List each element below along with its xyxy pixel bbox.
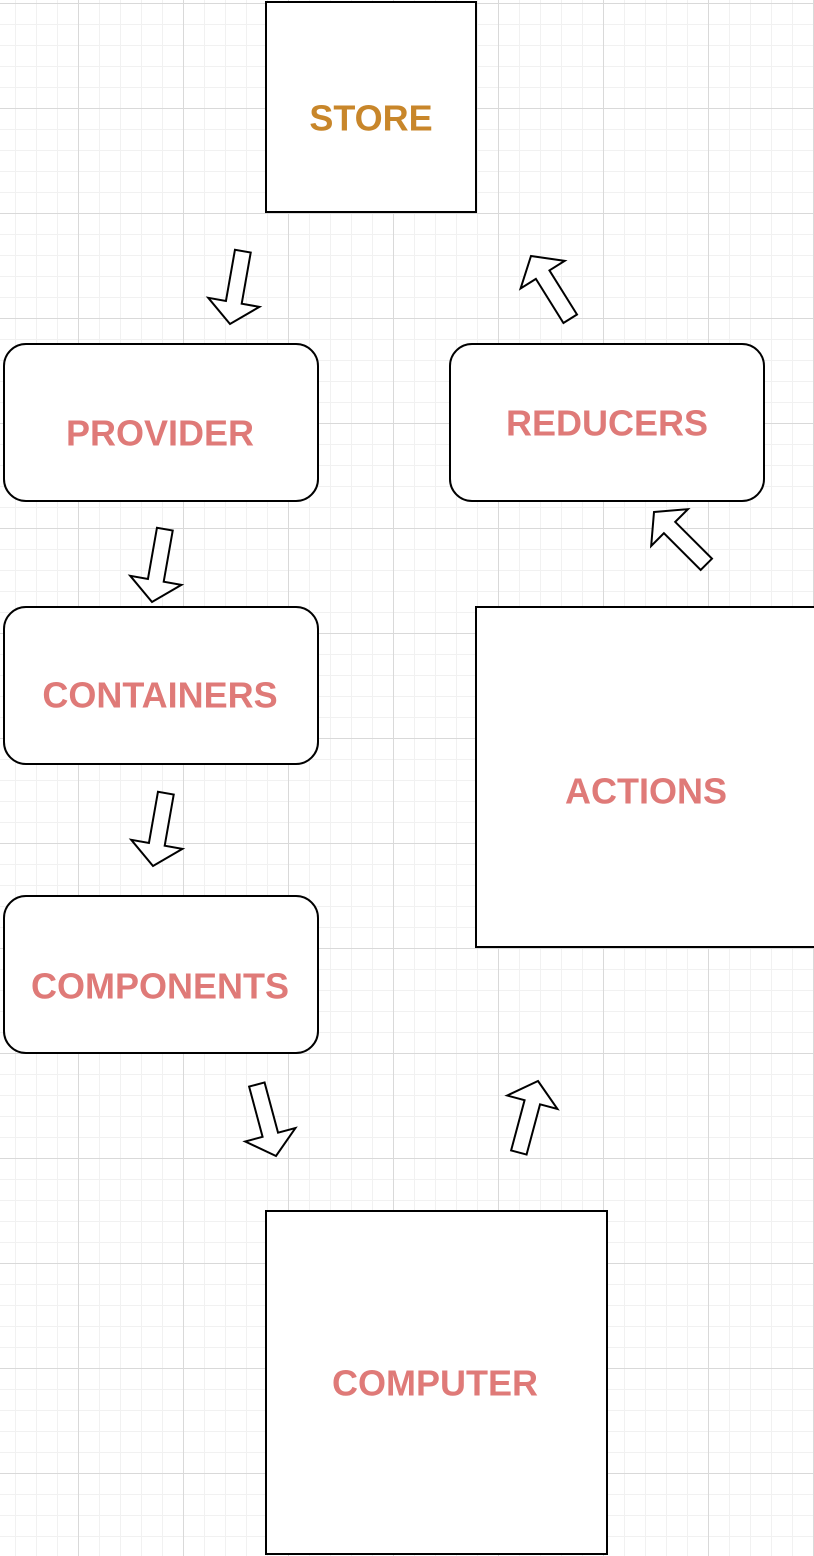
components-node[interactable]: COMPONENTS	[3, 895, 319, 1054]
arrow-actions-to-reducers	[649, 507, 714, 572]
actions-node[interactable]: ACTIONS	[475, 606, 814, 948]
arrow-reducers-to-store	[518, 254, 579, 325]
reducers-label: REDUCERS	[506, 403, 708, 444]
arrow-computer-to-actions	[504, 1079, 560, 1156]
store-node[interactable]: STORE	[265, 1, 477, 213]
arrow-containers-to-components	[128, 790, 186, 868]
provider-label: PROVIDER	[66, 413, 254, 454]
arrow-store-to-provider	[205, 248, 263, 326]
actions-label: ACTIONS	[565, 771, 727, 812]
containers-label: CONTAINERS	[42, 675, 277, 716]
computer-label: COMPUTER	[332, 1363, 538, 1404]
components-label: COMPONENTS	[31, 966, 289, 1007]
arrow-provider-to-containers	[127, 526, 185, 604]
store-label: STORE	[309, 98, 432, 139]
reducers-node[interactable]: REDUCERS	[449, 343, 765, 502]
provider-node[interactable]: PROVIDER	[3, 343, 319, 502]
computer-node[interactable]: COMPUTER	[265, 1210, 608, 1555]
containers-node[interactable]: CONTAINERS	[3, 606, 319, 765]
arrow-components-to-computer	[242, 1081, 298, 1158]
